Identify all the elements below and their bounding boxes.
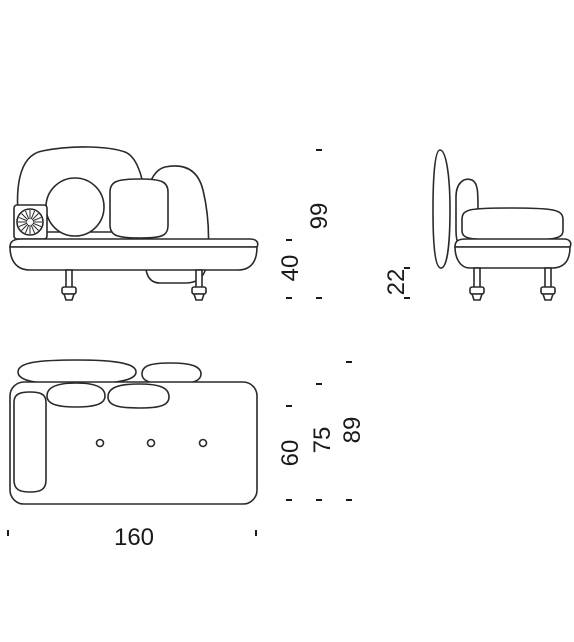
top-tuft-button-1 [95, 438, 105, 448]
front-round-pillow [45, 177, 105, 237]
top-back-pillow-left [17, 359, 137, 385]
side-seat-body [454, 246, 571, 269]
flower-petal [31, 213, 39, 221]
top-tuft-button-2 [146, 438, 156, 448]
front-dimension-ticks [286, 149, 322, 299]
side-view [432, 149, 572, 301]
front-seat-height-label: 40 [277, 255, 304, 282]
front-height-total-label: 99 [306, 203, 333, 230]
side-seat-top [454, 238, 572, 248]
top-middle-pillow-right [107, 383, 170, 409]
flower-petal [31, 223, 39, 231]
flower-petal [21, 213, 29, 221]
front-view [9, 146, 259, 301]
flower-petal [32, 216, 42, 222]
width-label: 160 [114, 524, 154, 551]
top-depth-seat-label: 60 [277, 440, 304, 467]
side-dimension-ticks [404, 267, 410, 299]
flower-petal [18, 222, 28, 228]
top-tuft-button-3 [198, 438, 208, 448]
side-legs [469, 267, 556, 301]
side-back-panel [432, 149, 451, 269]
top-middle-pillow-left [46, 382, 106, 408]
front-flower-pillow [13, 204, 48, 240]
side-seat-cushion [461, 207, 564, 241]
top-depth-base-label: 75 [309, 427, 336, 454]
top-dimension-ticks [7, 361, 352, 536]
flower-petal [24, 224, 30, 234]
top-seat-base [9, 381, 258, 505]
top-back-pillow-right [141, 362, 202, 385]
flower-petal [30, 224, 36, 234]
front-legs [61, 269, 207, 301]
front-square-pillow [109, 178, 169, 239]
flower-petal [18, 216, 28, 222]
flower-petal [30, 210, 36, 220]
top-view [9, 359, 258, 505]
top-depth-total-label: 89 [339, 417, 366, 444]
side-cushion-height-label: 22 [383, 269, 410, 296]
flower-petal [32, 222, 42, 228]
flower-petal [24, 210, 30, 220]
flower-petal [21, 223, 29, 231]
front-seat-top [9, 238, 259, 248]
front-seat-body [9, 246, 258, 271]
top-side-cushion [13, 391, 47, 493]
